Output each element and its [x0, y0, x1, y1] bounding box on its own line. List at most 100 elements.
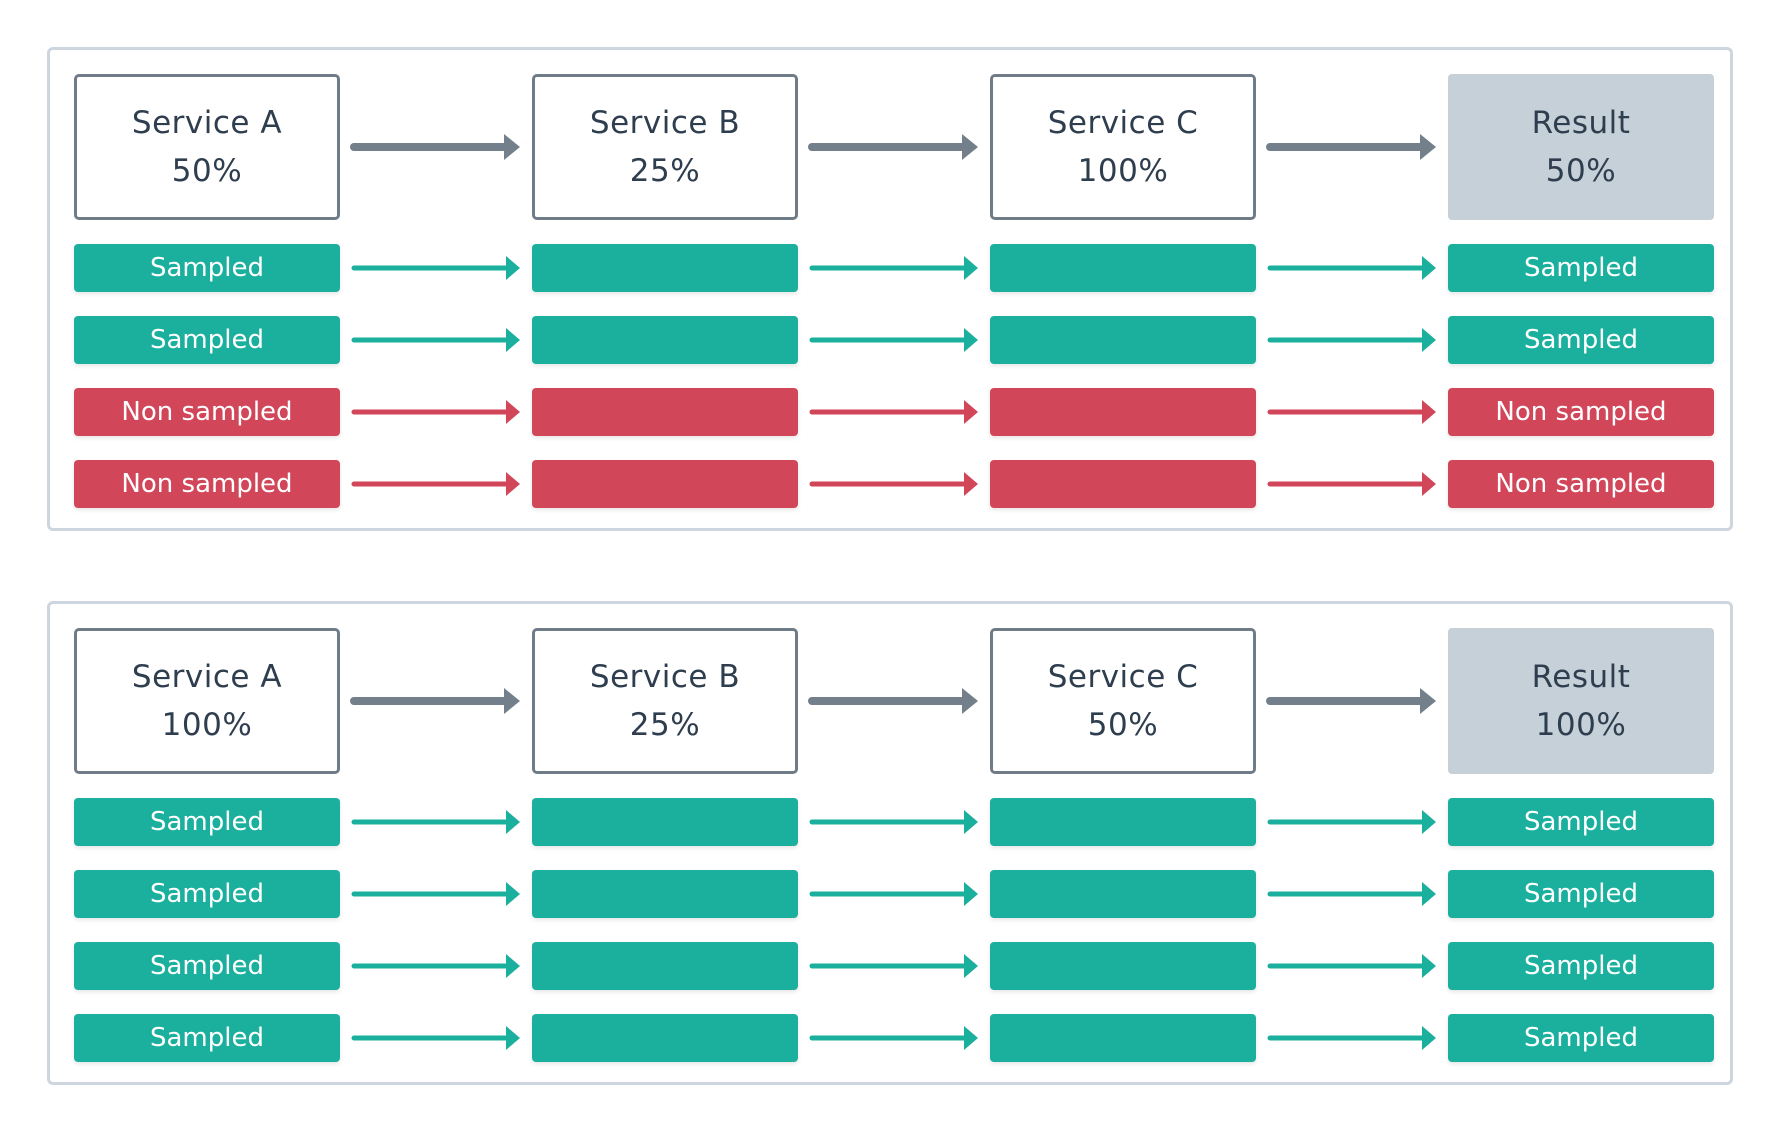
- request-flow-arrow: [809, 954, 978, 978]
- header-flow-arrow: [1266, 688, 1436, 714]
- sampled-bar: Sampled: [1448, 316, 1714, 364]
- sampling-status-label: Sampled: [1524, 253, 1638, 283]
- arrow-head: [504, 688, 520, 714]
- header-flow-arrow: [350, 688, 520, 714]
- request-flow-arrow: [351, 328, 520, 352]
- arrow-head: [506, 1026, 520, 1050]
- arrow-head: [1422, 1026, 1436, 1050]
- non-sampled-bar: [532, 388, 798, 436]
- request-flow-arrow: [809, 256, 978, 280]
- header-flow-arrow: [350, 134, 520, 160]
- non-sampled-bar: Non sampled: [1448, 388, 1714, 436]
- request-flow-arrow: [351, 256, 520, 280]
- arrow-head: [506, 954, 520, 978]
- request-flow-arrow: [351, 954, 520, 978]
- arrow-head: [964, 472, 978, 496]
- sampling-status-label: Sampled: [1524, 807, 1638, 837]
- sampled-bar: Sampled: [1448, 798, 1714, 846]
- request-flow-arrow: [351, 472, 520, 496]
- request-flow-arrow: [809, 328, 978, 352]
- non-sampled-bar: [532, 460, 798, 508]
- arrow-head: [964, 810, 978, 834]
- sampling-status-label: Non sampled: [121, 397, 293, 427]
- arrow-head: [962, 134, 978, 160]
- sampled-bar: [990, 942, 1256, 990]
- node-sampling-rate: 25%: [629, 707, 701, 743]
- sampling-status-label: Non sampled: [1495, 397, 1667, 427]
- sampled-bar: [990, 244, 1256, 292]
- arrow-head: [1420, 688, 1436, 714]
- request-flow-arrow: [351, 1026, 520, 1050]
- request-flow-arrow: [809, 882, 978, 906]
- request-flow-arrow: [1267, 472, 1436, 496]
- service-node: Service A 50%: [74, 74, 340, 220]
- sampling-status-label: Sampled: [150, 879, 264, 909]
- sampling-status-label: Sampled: [150, 325, 264, 355]
- non-sampled-bar: Non sampled: [74, 460, 340, 508]
- request-flow-arrow: [1267, 400, 1436, 424]
- sampled-bar: Sampled: [1448, 1014, 1714, 1062]
- sampled-bar: Sampled: [74, 870, 340, 918]
- request-flow-arrow: [1267, 882, 1436, 906]
- node-sampling-rate: 100%: [1535, 707, 1627, 743]
- sampled-bar: Sampled: [74, 316, 340, 364]
- result-node: Result 100%: [1448, 628, 1714, 774]
- arrow-head: [504, 134, 520, 160]
- node-name: Service C: [1047, 105, 1199, 141]
- node-name: Service A: [131, 105, 283, 141]
- node-sampling-rate: 100%: [1077, 153, 1169, 189]
- node-sampling-rate: 100%: [161, 707, 253, 743]
- node-name: Result: [1531, 659, 1631, 695]
- arrow-head: [506, 256, 520, 280]
- sampled-bar: [990, 870, 1256, 918]
- non-sampled-bar: Non sampled: [74, 388, 340, 436]
- request-flow-arrow: [1267, 328, 1436, 352]
- arrow-head: [1422, 954, 1436, 978]
- sampled-bar: [990, 1014, 1256, 1062]
- arrow-head: [506, 328, 520, 352]
- arrow-head: [964, 954, 978, 978]
- arrow-head: [506, 472, 520, 496]
- request-flow-arrow: [809, 472, 978, 496]
- sampling-status-label: Sampled: [150, 1023, 264, 1053]
- node-sampling-rate: 50%: [171, 153, 243, 189]
- arrow-head: [506, 882, 520, 906]
- sampled-bar: Sampled: [74, 798, 340, 846]
- request-flow-arrow: [809, 400, 978, 424]
- request-flow-arrow: [1267, 954, 1436, 978]
- header-flow-arrow: [808, 134, 978, 160]
- sampled-bar: Sampled: [1448, 870, 1714, 918]
- sampled-bar: Sampled: [1448, 244, 1714, 292]
- sampling-status-label: Sampled: [1524, 951, 1638, 981]
- request-flow-arrow: [351, 882, 520, 906]
- sampled-bar: Sampled: [74, 244, 340, 292]
- sampled-bar: [532, 316, 798, 364]
- sampled-bar: Sampled: [74, 1014, 340, 1062]
- arrow-head: [1422, 328, 1436, 352]
- sampling-status-label: Sampled: [150, 807, 264, 837]
- sampled-bar: [532, 1014, 798, 1062]
- arrow-head: [506, 810, 520, 834]
- arrow-head: [1422, 256, 1436, 280]
- sampling-status-label: Sampled: [1524, 879, 1638, 909]
- non-sampled-bar: Non sampled: [1448, 460, 1714, 508]
- node-sampling-rate: 50%: [1087, 707, 1159, 743]
- sampled-bar: [532, 942, 798, 990]
- arrow-head: [962, 688, 978, 714]
- arrow-head: [964, 256, 978, 280]
- sampled-bar: [532, 870, 798, 918]
- sampled-bar: [990, 316, 1256, 364]
- sampled-bar: [532, 798, 798, 846]
- service-node: Service B 25%: [532, 74, 798, 220]
- node-name: Service B: [589, 105, 741, 141]
- request-flow-arrow: [1267, 810, 1436, 834]
- sampling-status-label: Sampled: [1524, 1023, 1638, 1053]
- node-sampling-rate: 25%: [629, 153, 701, 189]
- sampling-status-label: Sampled: [150, 253, 264, 283]
- arrow-head: [1422, 472, 1436, 496]
- sampling-status-label: Sampled: [150, 951, 264, 981]
